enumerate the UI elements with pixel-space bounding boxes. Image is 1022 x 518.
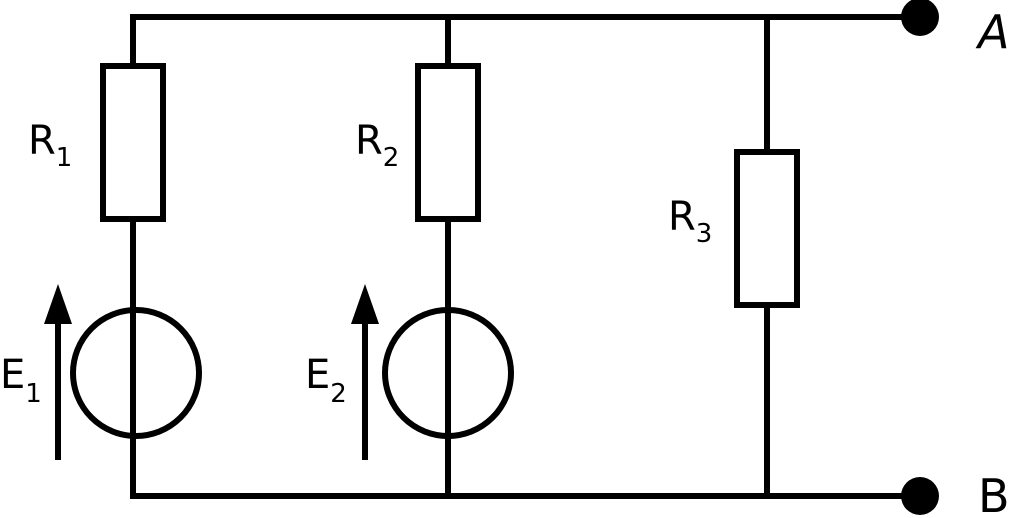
label-r3: R3: [668, 194, 712, 249]
label-e2-index: 2: [330, 379, 347, 409]
label-r1: R1: [28, 118, 72, 173]
label-e2: E2: [305, 352, 347, 409]
terminal-b-label: B: [978, 469, 1010, 518]
label-r2: R2: [355, 118, 399, 173]
e2-arrow-head-icon: [351, 284, 379, 324]
branch-3: [734, 14, 800, 499]
terminal-a-dot: [901, 0, 939, 36]
label-e2-letter: E: [305, 352, 330, 398]
label-r3-index: 3: [696, 219, 713, 249]
label-r1-letter: R: [28, 118, 56, 164]
branch-2: [351, 14, 514, 499]
voltage-source-e1: [70, 307, 202, 439]
label-e1: E1: [0, 352, 42, 409]
branch-1: [44, 14, 202, 499]
label-r2-letter: R: [355, 118, 383, 164]
label-e1-letter: E: [0, 352, 25, 398]
resistor-r2: [415, 63, 481, 222]
e1-arrow-head-icon: [44, 284, 72, 324]
label-r3-letter: R: [668, 194, 696, 240]
terminal-a-label: A: [975, 5, 1009, 59]
voltage-source-e2: [382, 307, 514, 439]
label-r2-index: 2: [383, 143, 400, 173]
label-r1-index: 1: [56, 143, 73, 173]
resistor-r1: [100, 63, 166, 222]
label-e1-index: 1: [25, 379, 42, 409]
resistor-r3: [734, 149, 800, 308]
terminal-b-dot: [901, 477, 939, 515]
